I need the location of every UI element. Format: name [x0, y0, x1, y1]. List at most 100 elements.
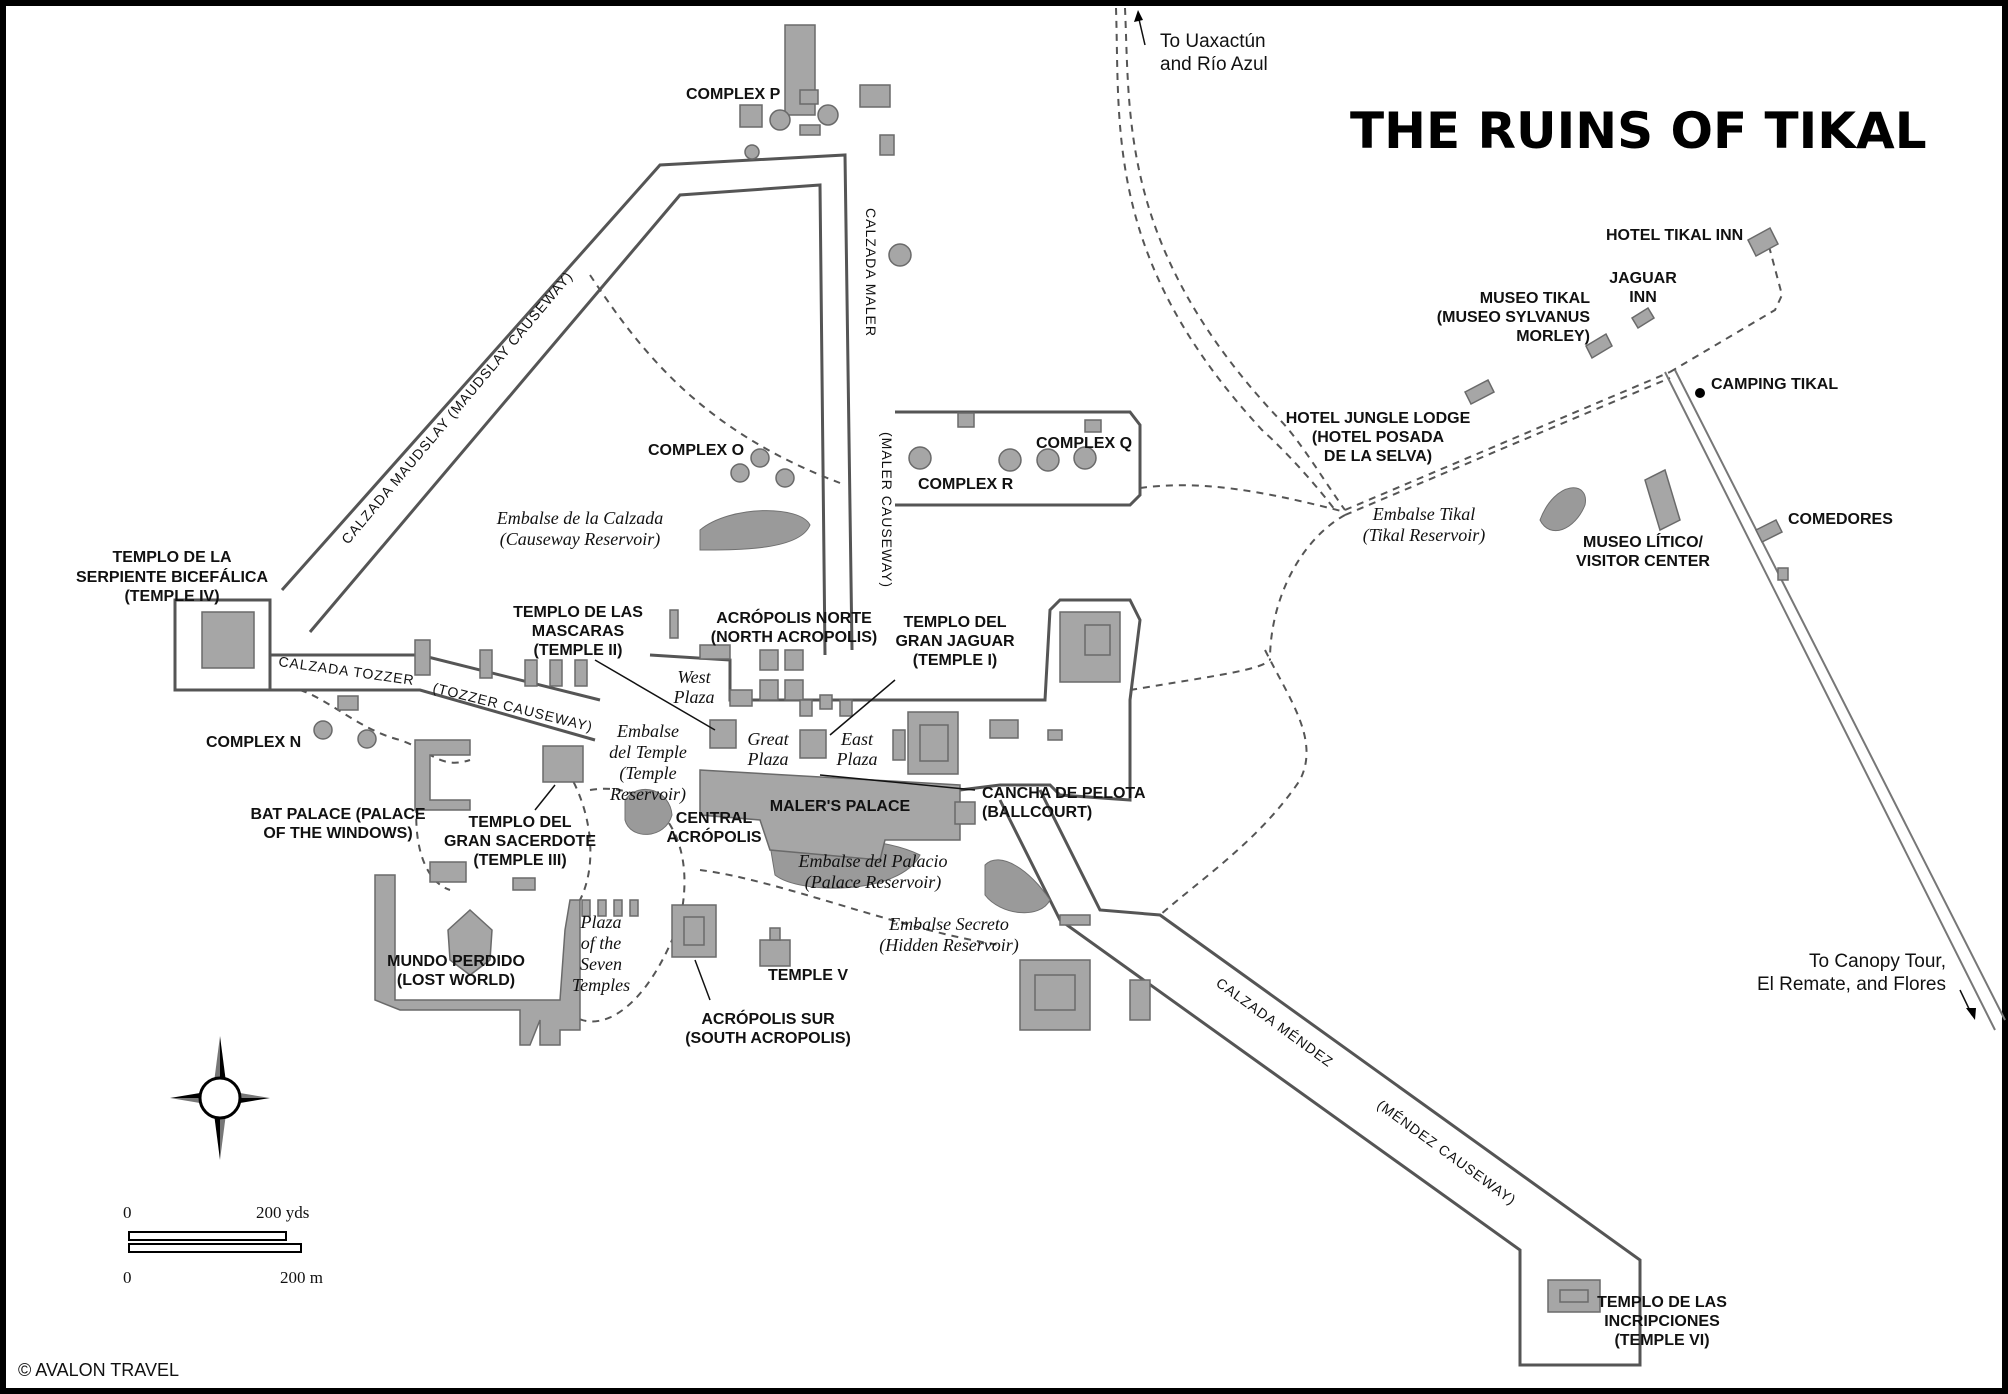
label-jungle-lodge-1: HOTEL JUNGLE LODGE	[1286, 410, 1471, 427]
comedores-building-2	[1777, 567, 1789, 581]
complex-p-temple	[817, 104, 839, 126]
east-plaza-building	[892, 729, 906, 761]
label-temple-reservoir-1: Embalse	[616, 721, 679, 741]
complex-n-building	[337, 695, 359, 711]
temple-i-leader	[829, 679, 896, 736]
complex-temple	[888, 243, 912, 267]
lost-world-building	[512, 877, 536, 891]
uaxactun-arrow-head	[1134, 10, 1143, 22]
scale-yds-bar	[128, 1231, 287, 1241]
label-museo-tikal-2: (MUSEO SYLVANUS	[1437, 309, 1591, 326]
label-temple-vi-1: TEMPLO DE LAS	[1597, 1294, 1727, 1311]
complex-p-building	[859, 84, 891, 108]
scale-yds-label: 200 yds	[256, 1203, 309, 1222]
trail-complex-q	[1139, 484, 1346, 513]
label-central-acropolis-2: ACRÓPOLIS	[666, 827, 761, 846]
label-temple-iii-2: GRAN SACERDOTE	[444, 833, 596, 850]
label-complex-o: COMPLEX O	[648, 442, 744, 459]
label-temple-iii-3: (TEMPLE III)	[473, 852, 566, 869]
north-acropolis-building	[799, 699, 813, 717]
label-causeway-reservoir-1: Embalse de la Calzada	[496, 508, 664, 528]
label-maler-causeway-2: (MALER CAUSEWAY)	[879, 432, 895, 588]
map-title: THE RUINS OF TIKAL	[1350, 102, 1927, 160]
lost-world-complex	[374, 874, 581, 1046]
complex-p-building	[799, 89, 819, 105]
label-lost-world-2: (LOST WORLD)	[397, 972, 515, 989]
south-acropolis-court	[683, 916, 705, 946]
trail-hidden	[699, 869, 1001, 946]
temple-ii-leader	[594, 659, 716, 731]
ballcourt-leader	[819, 774, 976, 791]
label-jungle-lodge-2: (HOTEL POSADA	[1312, 429, 1445, 446]
label-north-acropolis-2: (NORTH ACROPOLIS)	[711, 629, 878, 646]
label-museo-tikal-3: MORLEY)	[1516, 328, 1590, 345]
label-complex-q: COMPLEX Q	[1036, 435, 1132, 452]
museo-litico-building	[1644, 468, 1681, 532]
complex-p-temple	[744, 144, 760, 160]
label-to-canopy-2: El Remate, and Flores	[1757, 974, 1946, 995]
label-east-plaza-2: Plaza	[835, 749, 877, 769]
label-museo-tikal-1: MUSEO TIKAL	[1480, 290, 1590, 307]
complex-q-temple	[1036, 448, 1060, 472]
label-jaguar-inn-1: JAGUAR	[1609, 270, 1677, 287]
label-tikal-reservoir-1: Embalse Tikal	[1372, 504, 1476, 524]
label-comedores: COMEDORES	[1788, 511, 1893, 528]
trail-complex-o	[589, 274, 841, 484]
trail-uaxactun-2	[1115, 7, 1336, 511]
label-ballcourt-2: (BALLCOURT)	[982, 804, 1092, 821]
camping-marker	[1695, 388, 1705, 398]
causeways	[173, 153, 2006, 1367]
direction-labels: To Uaxactún and Río Azul To Canopy Tour,…	[1160, 31, 1946, 995]
trail-to-hotels	[1344, 371, 1671, 516]
plaza-labels: West Plaza Great Plaza East Plaza Plaza …	[572, 667, 878, 995]
southeast-building	[1059, 914, 1091, 926]
label-south-acropolis-2: (SOUTH ACROPOLIS)	[685, 1030, 851, 1047]
label-museo-litico-1: MUSEO LÍTICO/	[1583, 532, 1704, 551]
lost-world-pyramid	[447, 908, 493, 976]
complex-r-building	[957, 412, 975, 428]
ballcourt	[954, 801, 976, 825]
temple-ii	[709, 719, 737, 749]
complex-p-temple	[769, 109, 791, 131]
label-temple-reservoir-4: Reservoir)	[609, 784, 686, 805]
label-causeway-reservoir-2: (Causeway Reservoir)	[500, 529, 660, 550]
scale-bar: 0 200 yds 0 200 m	[123, 1203, 323, 1287]
site-labels: COMPLEX P COMPLEX O COMPLEX Q COMPLEX R …	[76, 86, 1893, 1349]
compass-rose-icon	[170, 1036, 270, 1160]
buildings	[201, 24, 1789, 1313]
mendez-causeway	[998, 789, 1642, 1367]
label-temple-i-3: (TEMPLE I)	[913, 652, 997, 669]
east-plaza-court	[919, 724, 949, 762]
temple-vi-court	[1559, 1289, 1589, 1303]
temple-v-top	[769, 927, 781, 941]
southeast-complex-court	[1034, 974, 1076, 1011]
north-acropolis-building	[699, 644, 731, 660]
temple-v	[759, 939, 791, 967]
hidden-reservoir	[984, 859, 1051, 914]
trail-uaxactun	[1124, 7, 1346, 511]
label-great-plaza-2: Plaza	[746, 749, 788, 769]
label-east-plaza-1: East	[840, 729, 874, 749]
label-jaguar-inn-2: INN	[1629, 289, 1657, 306]
jungle-lodge-building	[1463, 378, 1496, 406]
label-ballcourt-1: CANCHA DE PELOTA	[982, 785, 1146, 802]
jaguar-inn-building	[1630, 306, 1656, 330]
east-plaza-building	[989, 719, 1019, 739]
complex-q-building	[1084, 419, 1102, 433]
temple-iii-leader	[534, 784, 556, 811]
label-temple-iv-1: TEMPLO DE LA	[112, 549, 232, 566]
trail-southeast	[1159, 649, 1308, 916]
scale-m-bar	[128, 1243, 302, 1253]
label-hidden-reservoir-1: Embalse Secreto	[888, 914, 1009, 934]
label-temple-iv-3: (TEMPLE IV)	[124, 588, 219, 605]
label-west-plaza-2: Plaza	[672, 687, 714, 707]
building	[524, 659, 538, 687]
seven-temples-building	[629, 899, 639, 917]
label-south-acropolis-1: ACRÓPOLIS SUR	[701, 1009, 835, 1028]
label-lost-world-1: MUNDO PERDIDO	[387, 953, 525, 970]
label-tikal-reservoir-2: (Tikal Reservoir)	[1363, 525, 1485, 546]
label-complex-n: COMPLEX N	[206, 734, 301, 751]
label-palace-reservoir-1: Embalse del Palacio	[798, 851, 948, 871]
tikal-reservoir	[1539, 487, 1586, 532]
causeway-reservoir	[699, 510, 811, 551]
